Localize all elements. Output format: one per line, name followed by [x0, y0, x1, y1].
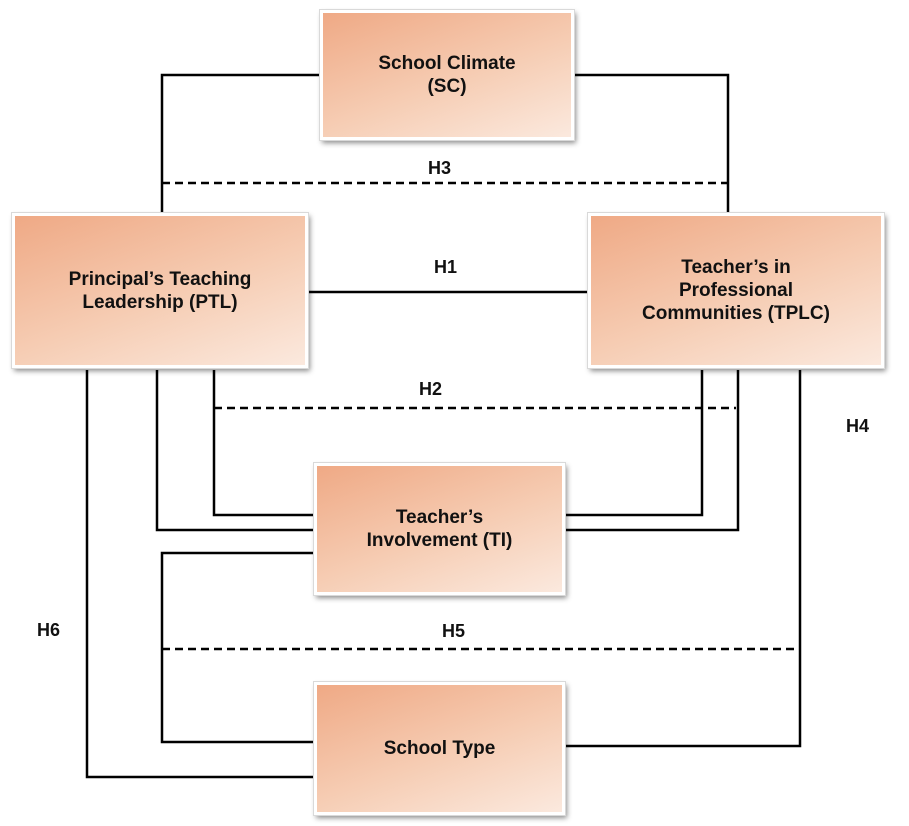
connector-ptl-ti-inner [212, 370, 316, 517]
node-school-type: School Type [313, 681, 566, 816]
connector-ptl-school-type [85, 370, 316, 779]
connector-ti-school-type [160, 551, 316, 744]
node-teachers-involvement: Teacher’s Involvement (TI) [313, 462, 566, 596]
node-school-climate: School Climate (SC) [319, 9, 575, 141]
connector-sc-tplc [572, 73, 730, 215]
connector-sc-ptl [160, 73, 322, 215]
node-school-climate-label: School Climate (SC) [378, 53, 516, 97]
hypothesis-label-h3: H3 [428, 158, 452, 178]
node-ti-label: Teacher’s Involvement (TI) [366, 507, 513, 551]
node-teachers-professional-communities: Teacher’s in Professional Communities (T… [587, 212, 885, 369]
connector-tplc-ti-inner [563, 370, 704, 517]
hypothesis-label-h6: H6 [37, 620, 61, 640]
node-tplc-label: Teacher’s in Professional Communities (T… [642, 257, 830, 324]
hypothesis-label-h4: H4 [846, 416, 870, 436]
hypothesis-label-h5: H5 [442, 621, 466, 641]
connector-tplc-school-type [563, 370, 802, 748]
connector-tplc-ti-outer [563, 370, 740, 532]
node-ptl-label: Principal’s Teaching Leadership (PTL) [68, 268, 252, 313]
connector-ptl-ti-outer [155, 370, 316, 532]
hypothesis-label-h1: H1 [434, 257, 458, 277]
node-principal-teaching-leadership: Principal’s Teaching Leadership (PTL) [11, 212, 309, 369]
hypothesis-label-h2: H2 [419, 379, 443, 399]
node-school-type-label: School Type [383, 738, 496, 759]
